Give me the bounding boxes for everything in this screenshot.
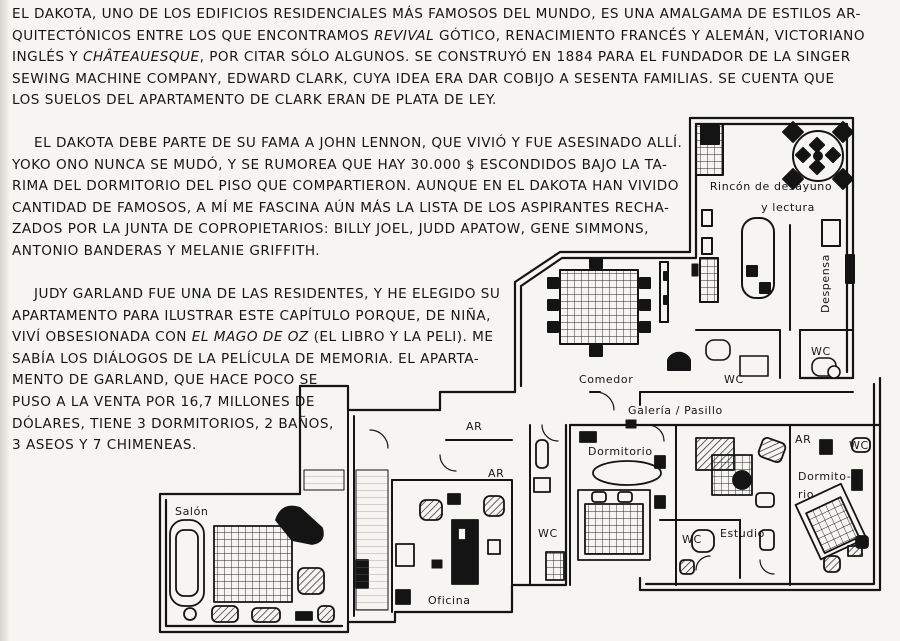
text-line: 3 aseos y 7 chimeneas. <box>12 437 197 454</box>
label-ar-3: AR <box>795 433 811 446</box>
label-breakfast-line1: Rincón de desayuno <box>710 180 832 193</box>
paragraph-lennon: El Dakota debe parte de su fama a John L… <box>12 133 682 263</box>
doors <box>369 391 775 575</box>
breakfast-table-icon <box>782 121 854 190</box>
label-bedroom-1: Dormitorio <box>588 445 653 458</box>
living-room-furniture <box>169 505 335 623</box>
paragraph-garland: Judy Garland fue una de las residentes, … <box>12 284 500 457</box>
text-line: Antonio Banderas y Melanie Griffith. <box>12 242 321 259</box>
text-line: quitectónicos entre los que encontramos … <box>12 27 866 44</box>
label-pantry: Despensa <box>819 254 832 313</box>
text-line: El Dakota, uno de los edificios residenc… <box>12 6 861 22</box>
bedroom-1-furniture <box>533 431 666 581</box>
label-office: Oficina <box>428 594 471 607</box>
text-line: puso a la venta por 16,7 millones de <box>12 393 315 410</box>
text-line: los suelos del apartamento de Clark eran… <box>12 92 497 109</box>
label-gallery: Galería / Pasillo <box>628 404 723 417</box>
dining-table-icon <box>547 257 691 371</box>
text-line: inglés y châteauesque, por citar sólo al… <box>12 49 851 66</box>
label-wc-right: WC <box>849 439 869 452</box>
text-line: zados por la junta de copropietarios: Bi… <box>12 221 649 238</box>
corridor-hatching <box>303 469 389 611</box>
text-line: rima del dormitorio del piso que compart… <box>12 178 679 195</box>
label-ar-1: AR <box>466 420 482 433</box>
bedroom-2-furniture <box>794 437 871 573</box>
page-edge-shadow <box>0 0 10 641</box>
wc-kitchen-fixtures <box>705 339 841 379</box>
interior-walls <box>229 224 854 623</box>
italic-term: Revival <box>374 27 435 44</box>
text-line: viví obsesionada con El mago de Oz (el l… <box>12 329 494 346</box>
label-ar-2: AR <box>488 467 504 480</box>
label-bedroom-2-line1: Dormito- <box>798 470 851 483</box>
text-line: apartamento para ilustrar este capítulo … <box>12 307 491 324</box>
label-wc-bath-left: WC <box>538 527 558 540</box>
chimneys <box>431 263 699 569</box>
text-line: El Dakota debe parte de su fama a John L… <box>34 135 683 151</box>
italic-title: El mago de Oz <box>191 329 309 346</box>
text-line: Yoko Ono nunca se mudó, y se rumorea que… <box>12 156 668 173</box>
text-line: Judy Garland fue una de las residentes, … <box>34 286 501 302</box>
label-living: Salón <box>175 505 208 518</box>
text-line: cantidad de famosos, a mí me fascina aún… <box>12 199 670 216</box>
study-furniture <box>679 437 833 575</box>
label-breakfast-line2: y lectura <box>761 201 815 214</box>
text-line: mento de Garland, que hace poco se <box>12 372 318 389</box>
text-line: Sewing Machine Company, Edward Clark, cu… <box>12 70 835 87</box>
label-dining: Comedor <box>579 373 633 386</box>
italic-term: châteauesque <box>82 49 200 66</box>
label-wc-kitchen: WC <box>724 373 744 386</box>
label-bedroom-2-line2: rio <box>798 488 814 501</box>
text-line: sabía los diálogos de la película de mem… <box>12 350 480 367</box>
room-labels: Rincón de desayuno y lectura Despensa WC… <box>175 180 869 607</box>
paragraph-dakota-intro: El Dakota, uno de los edificios residenc… <box>12 4 865 112</box>
label-wc-study: WC <box>682 533 702 546</box>
kitchen-counter <box>696 123 855 303</box>
label-study: Estudio <box>720 527 765 540</box>
label-wc-pantry: WC <box>811 345 831 358</box>
text-line: dólares, tiene 3 dormitorios, 2 baños, <box>12 415 334 432</box>
